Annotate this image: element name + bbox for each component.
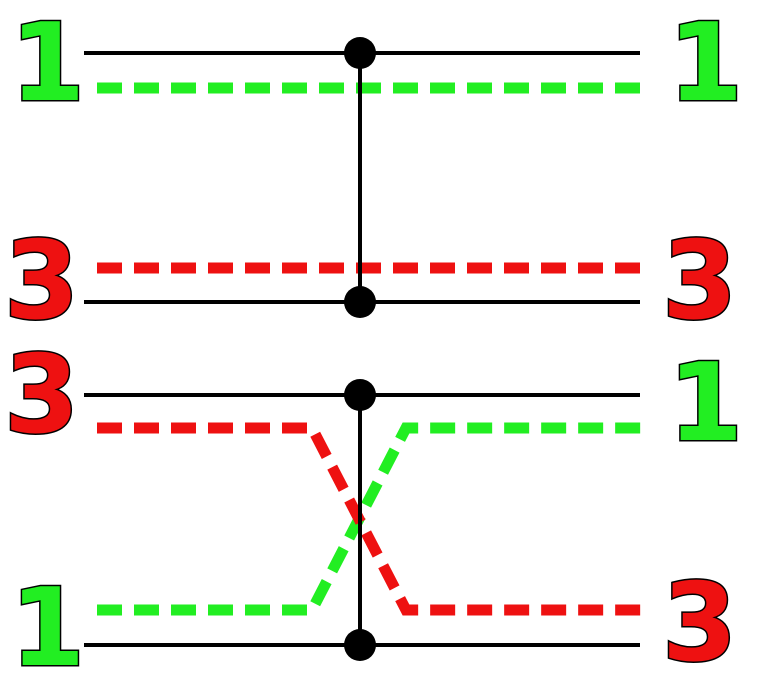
bottom-lower-node — [344, 629, 376, 661]
bottom-left-upper-label: 3 — [4, 333, 79, 458]
top-left-lower-label: 3 — [4, 219, 79, 344]
bottom-red-path — [97, 422, 645, 616]
bottom-green-path — [97, 422, 645, 616]
bottom-upper-node — [344, 379, 376, 411]
top-right-upper-label: 1 — [668, 1, 743, 126]
top-lower-node — [344, 286, 376, 318]
top-right-lower-label: 3 — [662, 219, 737, 344]
top-upper-node — [344, 37, 376, 69]
bottom-right-lower-label: 3 — [662, 561, 737, 686]
top-left-upper-label: 1 — [10, 1, 85, 126]
top-panel: 1 1 3 3 — [3, 0, 745, 346]
bottom-right-upper-label: 1 — [668, 341, 743, 466]
bottom-panel: 3 1 1 3 — [3, 332, 745, 693]
bottom-left-lower-label: 1 — [10, 566, 85, 691]
